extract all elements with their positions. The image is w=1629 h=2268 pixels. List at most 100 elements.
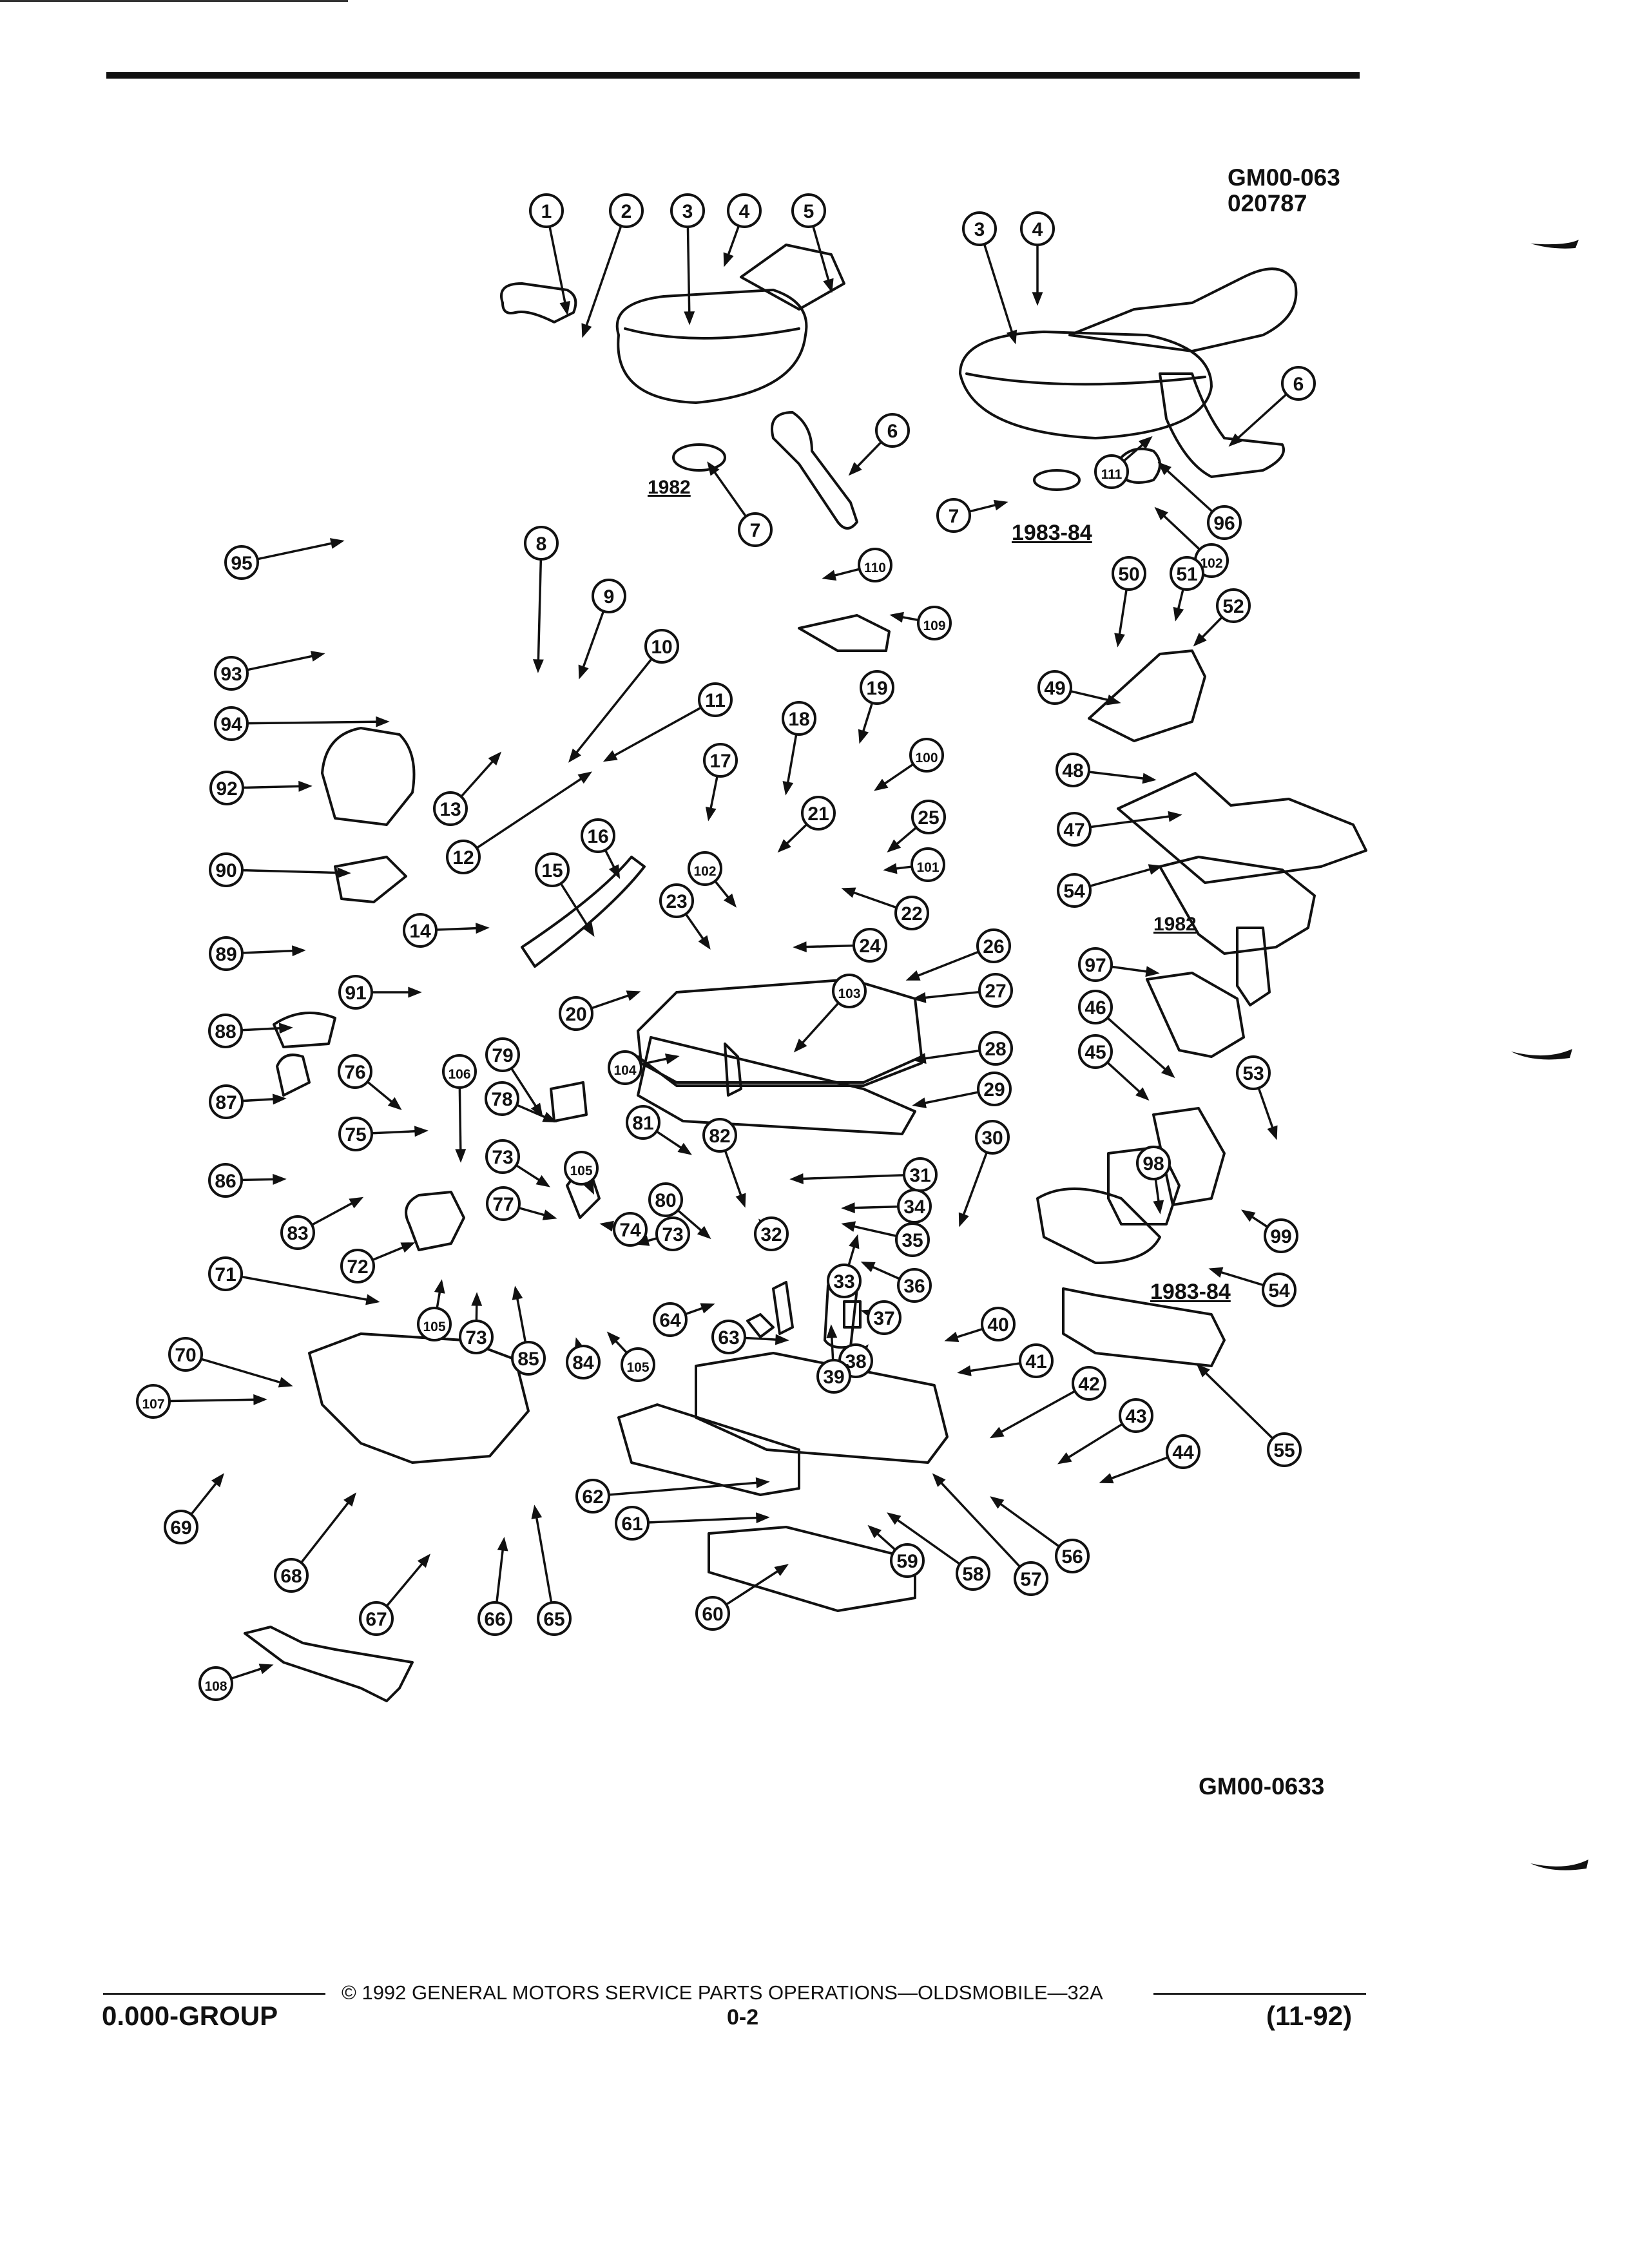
callout-circle <box>338 975 373 1010</box>
leader-arrowhead <box>258 1664 274 1675</box>
callout-number: 95 <box>231 553 252 574</box>
footer-rule-right <box>1153 1993 1366 1995</box>
callout-number: 107 <box>142 1397 164 1412</box>
callout-number: 48 <box>1062 760 1083 782</box>
callout-number: 7 <box>750 520 761 541</box>
part-shape <box>772 1281 794 1335</box>
callout-number: 90 <box>215 860 236 881</box>
callout-circle <box>403 913 438 948</box>
leader-line <box>548 227 568 313</box>
leader-arrowhead <box>1157 461 1171 476</box>
leader-arrowhead <box>905 970 921 981</box>
year-label-1983-84-lower: 1983-84 <box>1150 1280 1231 1304</box>
leader-line <box>258 540 342 561</box>
leader-arrowhead <box>756 1512 770 1524</box>
callout-number: 37 <box>873 1308 894 1329</box>
callout-circle <box>978 1031 1013 1066</box>
callout-number: 70 <box>175 1345 196 1366</box>
part-shape <box>500 282 577 323</box>
callout-circle <box>655 1216 690 1251</box>
leader-arrowhead <box>707 461 720 476</box>
callout-number: 102 <box>1200 556 1222 571</box>
footer-page: 0-2 <box>727 2005 759 2030</box>
part-shape <box>617 1403 800 1496</box>
callout-circle <box>1057 873 1092 908</box>
leader-line <box>458 1088 462 1160</box>
leader-arrowhead <box>497 1537 508 1552</box>
callout-number: 94 <box>220 714 242 735</box>
callout-circle <box>911 847 945 882</box>
part-shape <box>771 411 858 530</box>
leader-arrowhead <box>531 1504 543 1519</box>
leader-arrowhead <box>599 1220 614 1232</box>
leader-arrowhead <box>278 1377 293 1388</box>
callout-number: 3 <box>682 201 693 222</box>
year-label-1983-84-top: 1983-84 <box>1012 521 1092 545</box>
leader-arrowhead <box>700 1303 715 1314</box>
leader-arrowhead <box>826 1324 838 1339</box>
callout-number: 101 <box>916 860 939 875</box>
callout-circle <box>359 1601 394 1636</box>
callout-number: 57 <box>1020 1569 1041 1590</box>
callout-circle <box>816 1359 851 1394</box>
callout-number: 46 <box>1084 997 1106 1019</box>
callout-number: 77 <box>492 1194 514 1215</box>
leader-arrowhead <box>343 1492 356 1507</box>
callout-number: 59 <box>896 1551 918 1572</box>
callout-circle <box>224 545 259 580</box>
callout-circle <box>827 1264 862 1298</box>
leader-arrowhead <box>989 1427 1005 1439</box>
leader-line <box>476 772 590 849</box>
leader-line <box>908 950 979 981</box>
callout-number: 52 <box>1222 596 1244 617</box>
callout-circle <box>1055 753 1090 787</box>
footer-revision: (11-92) <box>1266 2001 1353 2031</box>
callout-number: 85 <box>517 1349 539 1370</box>
part-shape <box>1062 1287 1226 1367</box>
leader-arrowhead <box>723 252 734 267</box>
callout-number: 39 <box>823 1367 844 1388</box>
callout-number: 105 <box>626 1360 649 1375</box>
part-shape <box>695 1352 949 1464</box>
part-shape <box>276 1053 311 1097</box>
part-shape <box>965 372 1206 386</box>
callout-circle <box>875 413 910 448</box>
leader-arrowhead <box>698 935 711 950</box>
leader-arrowhead <box>1099 1473 1114 1484</box>
leader-arrowhead <box>849 1234 860 1249</box>
part-shape <box>1033 469 1081 491</box>
callout-circle <box>1136 1146 1171 1180</box>
corner-scan-line <box>0 0 348 2</box>
part-shape <box>1036 1187 1161 1264</box>
callout-number: 14 <box>409 921 431 942</box>
leader-arrowhead <box>273 1173 287 1185</box>
leader-arrowhead <box>883 863 898 874</box>
leader-line <box>609 1481 767 1496</box>
callout-number: 26 <box>983 936 1004 957</box>
callout-number: 40 <box>987 1314 1008 1336</box>
leader-line <box>1197 1365 1273 1439</box>
part-shape <box>798 614 891 652</box>
leader-arrowhead <box>1148 864 1163 875</box>
leader-arrowhead <box>578 664 589 680</box>
leader-arrowhead <box>253 1394 267 1405</box>
part-shape <box>405 1191 465 1251</box>
leader-arrowhead <box>1114 633 1125 648</box>
callout-circle <box>208 1163 243 1198</box>
callout-number: 75 <box>345 1124 366 1146</box>
callout-circle <box>1057 812 1092 847</box>
leader-line <box>933 1474 1021 1568</box>
callout-circle <box>168 1337 203 1372</box>
leader-arrowhead <box>944 1331 959 1343</box>
part-shape <box>1159 856 1316 955</box>
callout-circle <box>485 1139 520 1174</box>
callout-number: 86 <box>215 1171 236 1192</box>
callout-number: 81 <box>632 1113 653 1134</box>
callout-number: 60 <box>702 1604 723 1625</box>
callout-number: 105 <box>570 1164 592 1178</box>
leader-arrowhead <box>822 570 837 581</box>
leader-line <box>201 1358 291 1387</box>
leader-line <box>992 1390 1075 1438</box>
callout-circle <box>911 800 946 834</box>
leader-arrowhead <box>272 1093 287 1105</box>
